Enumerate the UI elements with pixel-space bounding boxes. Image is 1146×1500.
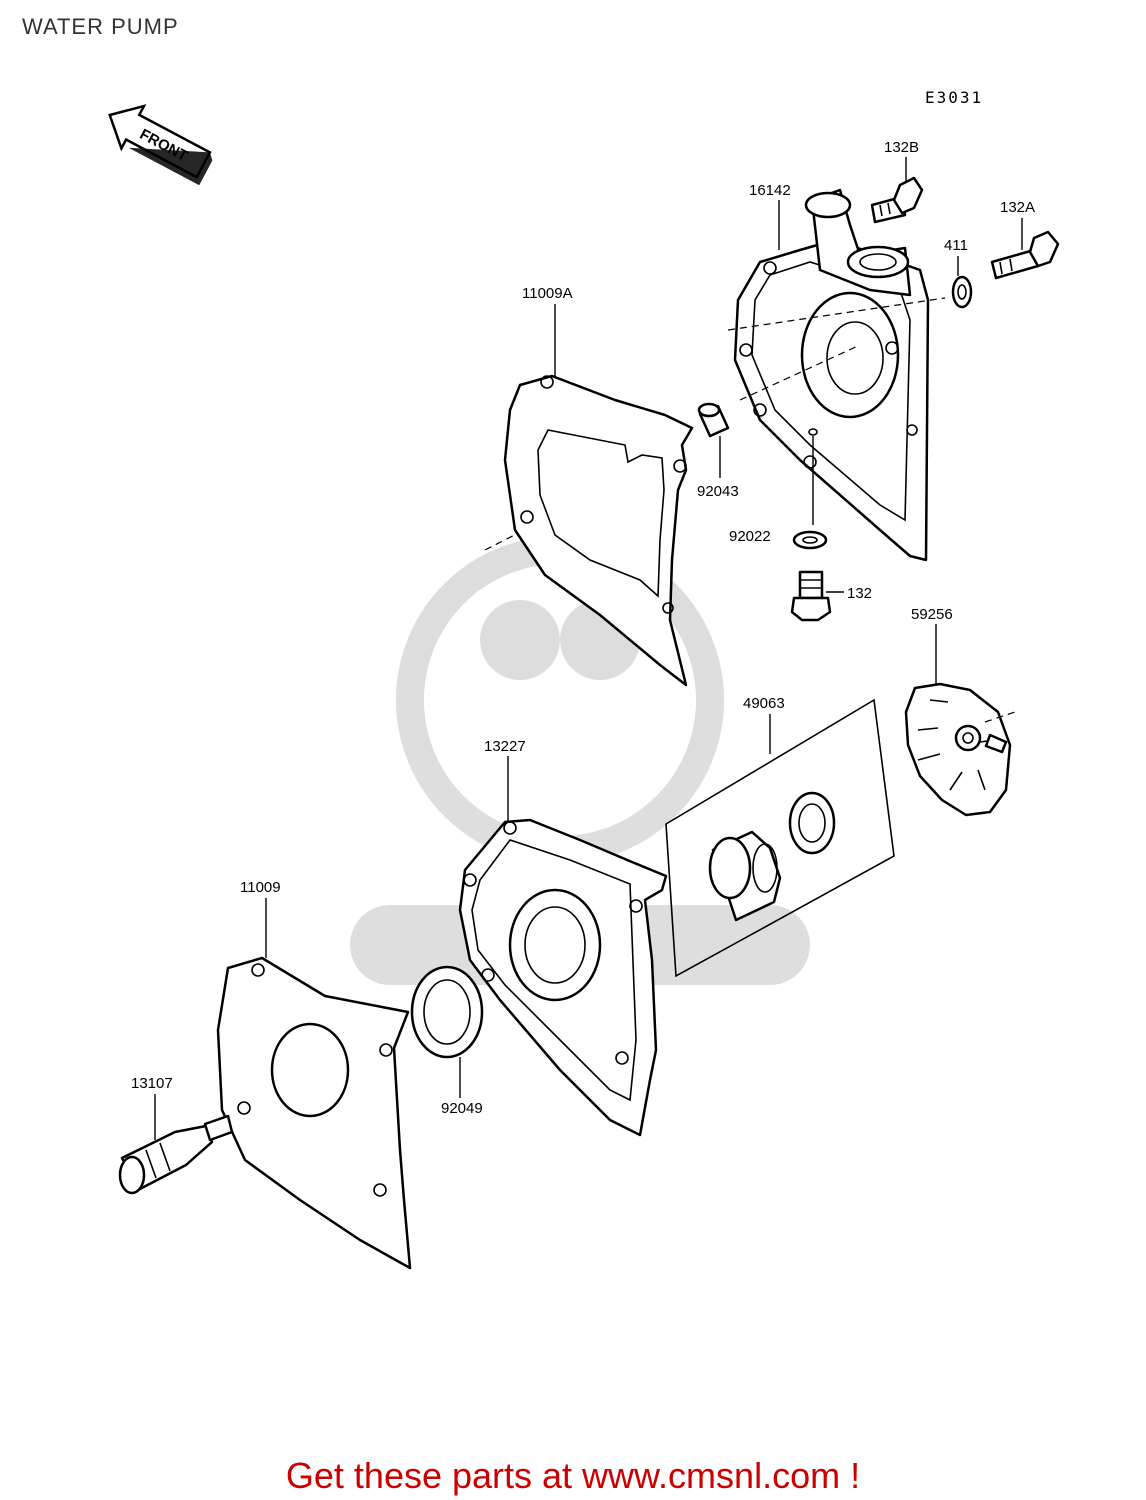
diagram-code: E3031	[925, 88, 983, 107]
dowel-pin-92043	[697, 402, 730, 478]
pump-cover-16142	[733, 188, 930, 562]
footer-link-text[interactable]: Get these parts at www.cmsnl.com !	[285, 1455, 861, 1496]
front-arrow-icon: FRONT	[108, 104, 213, 186]
exploded-parts-diagram: E3031 FRONT 132B 132A 411	[108, 88, 1060, 1270]
label-59256: 59256	[911, 606, 953, 623]
page-title: WATER PUMP	[22, 14, 179, 39]
alignment-line	[739, 344, 861, 401]
pump-body-13227	[458, 756, 668, 1137]
label-16142: 16142	[749, 182, 791, 199]
label-132: 132	[847, 585, 872, 602]
label-13227: 13227	[484, 738, 526, 755]
label-132B: 132B	[884, 139, 919, 156]
gasket-11009	[216, 898, 412, 1270]
impeller-59256	[904, 624, 1016, 817]
label-92043: 92043	[697, 483, 739, 500]
washer-92022	[792, 530, 828, 550]
bolt-132b	[870, 157, 924, 224]
oil-seal-92049	[410, 965, 484, 1098]
label-92022: 92022	[729, 528, 771, 545]
label-411: 411	[944, 237, 968, 254]
label-49063: 49063	[743, 695, 785, 712]
label-92049: 92049	[441, 1100, 483, 1117]
gasket-11009a	[503, 304, 694, 687]
label-13107: 13107	[131, 1075, 173, 1092]
washer-411	[951, 256, 973, 309]
mechanical-seal-49063	[665, 698, 895, 978]
label-11009: 11009	[240, 879, 281, 896]
alignment-line	[727, 297, 946, 331]
label-132A: 132A	[1000, 199, 1035, 216]
small-o-ring	[808, 428, 818, 436]
label-11009A: 11009A	[522, 285, 573, 302]
bolt-132	[790, 570, 844, 622]
bolt-132a	[990, 218, 1060, 280]
pump-shaft-13107	[118, 1094, 234, 1195]
